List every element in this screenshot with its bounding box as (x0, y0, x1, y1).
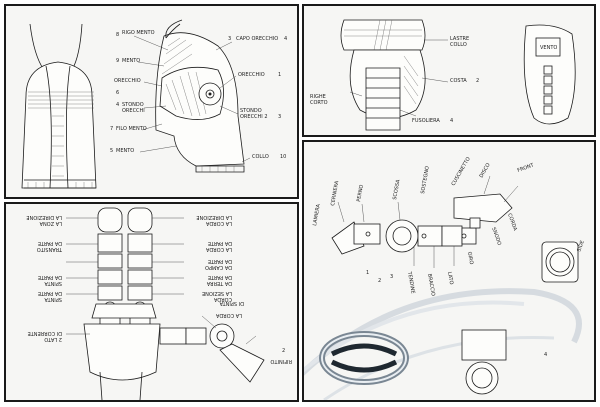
label-t13: CORDA (506, 213, 518, 233)
label-n3: 3 (390, 274, 393, 280)
label-r-d2: DA TERRA (206, 280, 232, 286)
label-t3: PERNO (356, 184, 365, 202)
label-r-b2: LA CORDA (205, 246, 232, 252)
label-collo: COLLO (450, 42, 467, 48)
label-arm-3: RIFINITO (270, 358, 292, 364)
label-costa: COSTA (450, 78, 467, 84)
label-r-c2: DA CAMPO (205, 264, 232, 270)
label-r-e2: CORDA (213, 296, 232, 302)
label-r-b1: DA PARTE (208, 240, 232, 246)
label-r-c1: DA PARTE (208, 258, 232, 264)
label-n2: 2 (476, 78, 479, 84)
label-n2: 2 (282, 348, 285, 354)
label-n4: 4 (116, 102, 119, 108)
label-lastre: LASTRE (450, 36, 469, 42)
label-n1: 1 (366, 270, 369, 276)
label-side: SIDE (576, 240, 586, 253)
label-l-c2: SPINTA (44, 280, 62, 286)
label-mento: MENTO (122, 58, 140, 64)
label-t9: BRACCIO (426, 273, 436, 296)
label-chest-2: 2 LATO (44, 336, 62, 342)
label-t10: LATO (446, 271, 454, 285)
label-r-d1: DA PARTE (208, 274, 232, 280)
label-rigo-mento: RIGO MENTO (122, 30, 155, 36)
label-t5: SOSTEGNO (420, 166, 431, 195)
label-front: FRONT (517, 162, 536, 174)
label-n9: 9 (116, 58, 119, 64)
label-orecchi-right: ORECCHI 2 (240, 114, 268, 120)
label-t12: SNODO (490, 227, 502, 247)
label-l-d1: DA PARTE (38, 290, 62, 296)
label-n5: 5 (110, 148, 113, 154)
label-mento-2: MENTO (116, 148, 134, 154)
arm-drawing: FRONT SIDE LAMIERA CERNIERA PERNO SCOSSA… (304, 156, 586, 400)
label-n6: 6 (116, 90, 119, 96)
panel-helmet-sketch: 8 RIGO MENTO 9 MENTO ORECCHIO 6 4 STONDO… (4, 4, 299, 199)
label-n1r: 1 (278, 72, 281, 78)
label-corto: CORTO (310, 100, 328, 106)
label-n4: 4 (544, 352, 547, 358)
label-filo-mento: FILO MENTO (116, 126, 147, 132)
panel-legs-sketch: LA DIREZIONE LA ZONA DA PARTE TRANSITO D… (4, 202, 299, 402)
label-l-a2: LA ZONA (39, 220, 62, 226)
label-n2: 2 (378, 278, 381, 284)
label-righe: RIGHE (310, 94, 326, 100)
label-orecchio: ORECCHIO (114, 78, 141, 84)
label-l-b1: DA PARTE (38, 240, 62, 246)
label-n4: 4 (450, 118, 453, 124)
label-n7: 7 (110, 126, 113, 132)
label-n10: 10 (280, 154, 286, 160)
label-n8: 8 (116, 32, 119, 38)
label-n3: 3 (228, 36, 231, 42)
label-r-a1: LA DIREZIONE (196, 214, 232, 220)
label-t4: SCOSSA (392, 179, 402, 201)
label-t6: CUSCINETTO (451, 156, 472, 187)
label-collo: COLLO (252, 154, 269, 160)
label-orecchi: ORECCHI (122, 108, 145, 114)
label-l-c1: DA PARTE (38, 274, 62, 280)
label-l-a1: LA DIREZIONE (26, 214, 62, 220)
legs-drawing: LA DIREZIONE LA ZONA DA PARTE TRANSITO D… (26, 207, 292, 400)
label-arm-2: LA CORDA (215, 312, 242, 318)
panel-arm-sketch: FRONT SIDE LAMIERA CERNIERA PERNO SCOSSA… (302, 140, 596, 402)
label-n3r: 3 (278, 114, 281, 120)
helmet-drawing: 8 RIGO MENTO 9 MENTO ORECCHIO 6 4 STONDO… (21, 19, 287, 189)
panel-torso-sketch: LASTRE COLLO COSTA 2 RIGHE CORTO FUSOLIE… (302, 4, 596, 137)
label-fusoliera: FUSOLIERA (412, 118, 440, 124)
label-chest-1: DI CORRENTE (28, 330, 62, 336)
label-stondo: STONDO (122, 102, 144, 108)
label-t11: GIRO (466, 251, 474, 265)
label-t8: TENDINE (406, 270, 416, 294)
label-r-e1: LA SEZIONE (202, 290, 232, 296)
torso-drawing: LASTRE COLLO COSTA 2 RIGHE CORTO FUSOLIE… (310, 19, 576, 131)
label-n4b: 4 (284, 36, 287, 42)
label-l-b2: TRANSITO (37, 246, 63, 252)
chrome-logo (319, 331, 409, 385)
label-arm-1: DI SPINTA (219, 300, 244, 306)
label-t1: LAMIERA (312, 203, 322, 226)
label-orecchio-right: ORECCHIO (238, 72, 265, 78)
label-stondo-right: STONDO (240, 108, 262, 114)
label-capo-orecchio: CAPO ORECCHIO (236, 36, 278, 42)
label-t2: CERNIERA (330, 180, 340, 206)
label-vento: VENTO (540, 45, 557, 51)
label-l-d2: SPINTA (44, 296, 62, 302)
label-r-a2: LA CORDA (205, 220, 232, 226)
